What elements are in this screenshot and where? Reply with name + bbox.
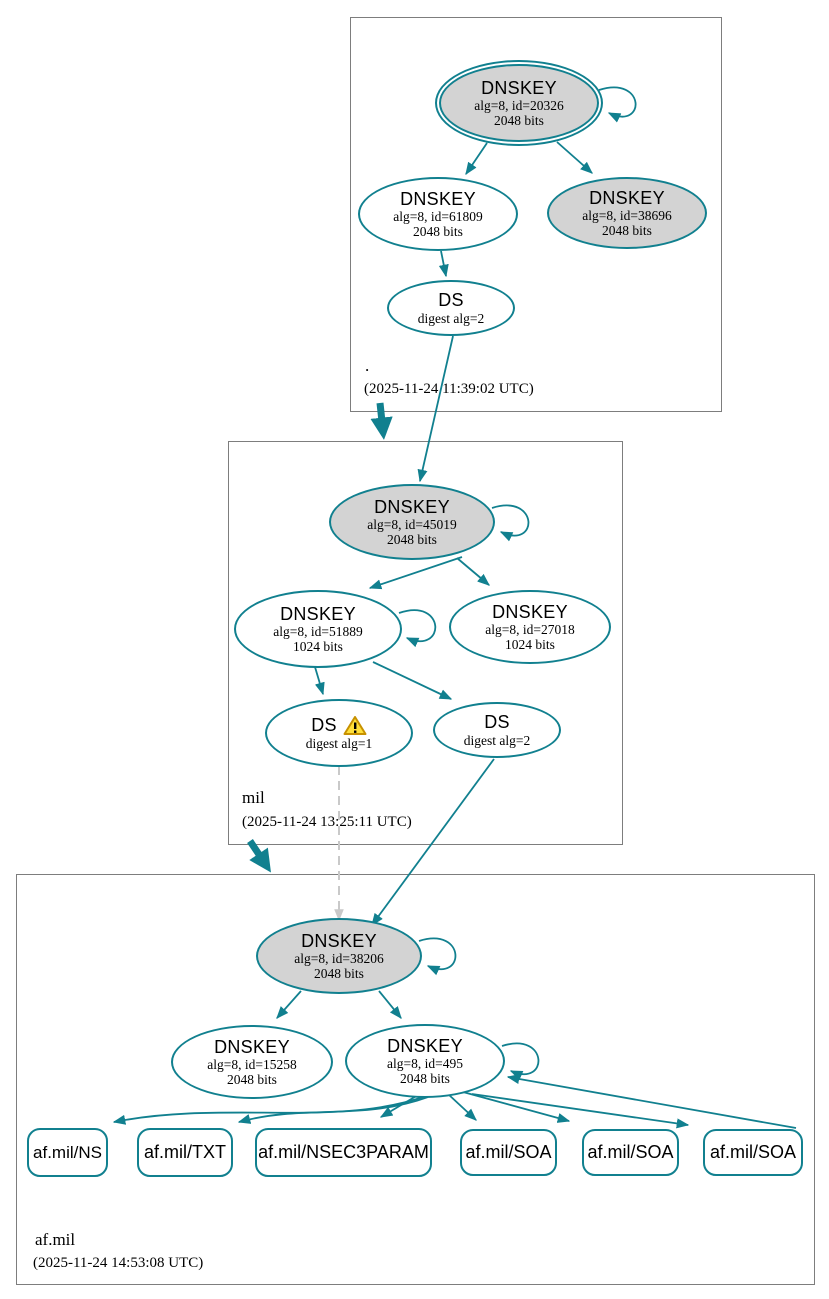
zone-box-root — [350, 17, 722, 412]
dnskey-38696-node: DNSKEY alg=8, id=38696 2048 bits — [547, 177, 707, 249]
dnskey-38206-node: DNSKEY alg=8, id=38206 2048 bits — [256, 918, 422, 994]
dnskey-51889-title: DNSKEY — [280, 603, 356, 624]
dnskey-495-alg-id: alg=8, id=495 — [387, 1055, 463, 1071]
dnskey-45019-alg-id: alg=8, id=45019 — [367, 516, 457, 532]
zone-timestamp-mil: (2025-11-24 13:25:11 UTC) — [242, 814, 412, 830]
dnskey-38206-title: DNSKEY — [301, 930, 377, 951]
root-ds-title: DS — [438, 290, 464, 311]
mil-ds2-title: DS — [484, 712, 510, 733]
rrset-afmil-ns: af.mil/NS — [27, 1128, 108, 1177]
zone-label-root: . — [365, 356, 370, 375]
dnskey-495-bits: 2048 bits — [400, 1071, 450, 1087]
dnskey-51889-alg-id: alg=8, id=51889 — [273, 623, 363, 639]
dnskey-38696-bits: 2048 bits — [602, 223, 652, 239]
rrset-afmil-txt: af.mil/TXT — [137, 1128, 233, 1177]
dnskey-15258-bits: 2048 bits — [227, 1072, 277, 1088]
mil-ds1-node: DS digest alg=1 — [265, 699, 413, 767]
rrset-afmil-soa-3: af.mil/SOA — [703, 1129, 803, 1176]
dnskey-15258-title: DNSKEY — [214, 1036, 290, 1057]
dnskey-20326-node: DNSKEY alg=8, id=20326 2048 bits — [435, 60, 603, 146]
dnskey-45019-bits: 2048 bits — [387, 532, 437, 548]
dnskey-38206-alg-id: alg=8, id=38206 — [294, 950, 384, 966]
zone-label-afmil: af.mil — [35, 1230, 76, 1249]
dnskey-27018-bits: 1024 bits — [505, 637, 555, 653]
dnskey-51889-node: DNSKEY alg=8, id=51889 1024 bits — [234, 590, 402, 668]
dnskey-45019-node: DNSKEY alg=8, id=45019 2048 bits — [329, 484, 495, 560]
dnskey-61809-node: DNSKEY alg=8, id=61809 2048 bits — [358, 177, 518, 251]
warning-icon — [343, 715, 367, 735]
dnskey-20326-bits: 2048 bits — [494, 113, 544, 129]
dnskey-20326-title: DNSKEY — [481, 77, 557, 98]
mil-ds1-digest: digest alg=1 — [305, 735, 373, 751]
dnskey-27018-alg-id: alg=8, id=27018 — [485, 621, 575, 637]
rrset-afmil-soa-2: af.mil/SOA — [582, 1129, 679, 1176]
zone-timestamp-afmil: (2025-11-24 14:53:08 UTC) — [33, 1255, 204, 1271]
rrset-afmil-nsec3param: af.mil/NSEC3PARAM — [255, 1128, 432, 1177]
mil-ds2-node: DS digest alg=2 — [433, 702, 561, 758]
zone-label-mil: mil — [242, 788, 265, 807]
dnskey-38696-alg-id: alg=8, id=38696 — [582, 207, 672, 223]
root-ds-node: DS digest alg=2 — [387, 280, 515, 336]
dnskey-38206-bits: 2048 bits — [314, 966, 364, 982]
dnskey-61809-alg-id: alg=8, id=61809 — [393, 208, 483, 224]
mil-ds2-digest: digest alg=2 — [463, 732, 531, 748]
dnskey-51889-bits: 1024 bits — [293, 639, 343, 655]
dnskey-61809-bits: 2048 bits — [413, 224, 463, 240]
dnskey-20326-alg-id: alg=8, id=20326 — [474, 97, 564, 113]
dnskey-27018-node: DNSKEY alg=8, id=27018 1024 bits — [449, 590, 611, 664]
zone-timestamp-root: (2025-11-24 11:39:02 UTC) — [364, 381, 534, 397]
dnskey-15258-alg-id: alg=8, id=15258 — [207, 1056, 297, 1072]
mil-ds1-title: DS — [311, 715, 337, 736]
dnskey-38696-title: DNSKEY — [589, 187, 665, 208]
dnskey-45019-title: DNSKEY — [374, 496, 450, 517]
dnskey-495-node: DNSKEY alg=8, id=495 2048 bits — [345, 1024, 505, 1098]
root-ds-digest: digest alg=2 — [417, 310, 485, 326]
rrset-afmil-soa-1: af.mil/SOA — [460, 1129, 557, 1176]
dnskey-495-title: DNSKEY — [387, 1035, 463, 1056]
dnskey-61809-title: DNSKEY — [400, 188, 476, 209]
dnskey-15258-node: DNSKEY alg=8, id=15258 2048 bits — [171, 1025, 333, 1099]
dnskey-27018-title: DNSKEY — [492, 601, 568, 622]
